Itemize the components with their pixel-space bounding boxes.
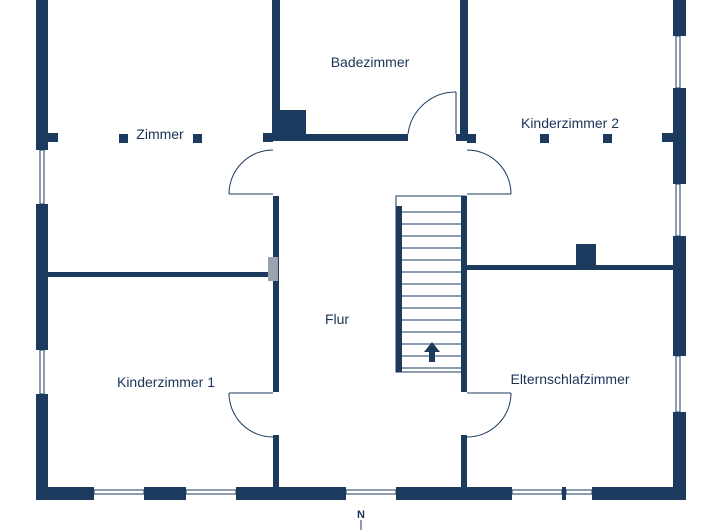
staircase [395, 195, 467, 373]
outer-walls [36, 0, 686, 500]
radiator [268, 257, 278, 281]
room-label-flur: Flur [325, 311, 349, 327]
room-label-zimmer: Zimmer [136, 126, 184, 142]
north-label: N [357, 509, 365, 521]
room-label-kinderzimmer-2: Kinderzimmer 2 [521, 115, 619, 131]
room-label-badezimmer: Badezimmer [331, 54, 410, 70]
room-label-elternschlafzimmer: Elternschlafzimmer [510, 371, 629, 387]
north-indicator: N [357, 509, 365, 530]
interior-walls [48, 0, 673, 493]
arrow-up-icon [424, 342, 440, 362]
doors [228, 91, 512, 438]
room-label-kinderzimmer-1: Kinderzimmer 1 [117, 374, 215, 390]
windows [39, 35, 681, 495]
